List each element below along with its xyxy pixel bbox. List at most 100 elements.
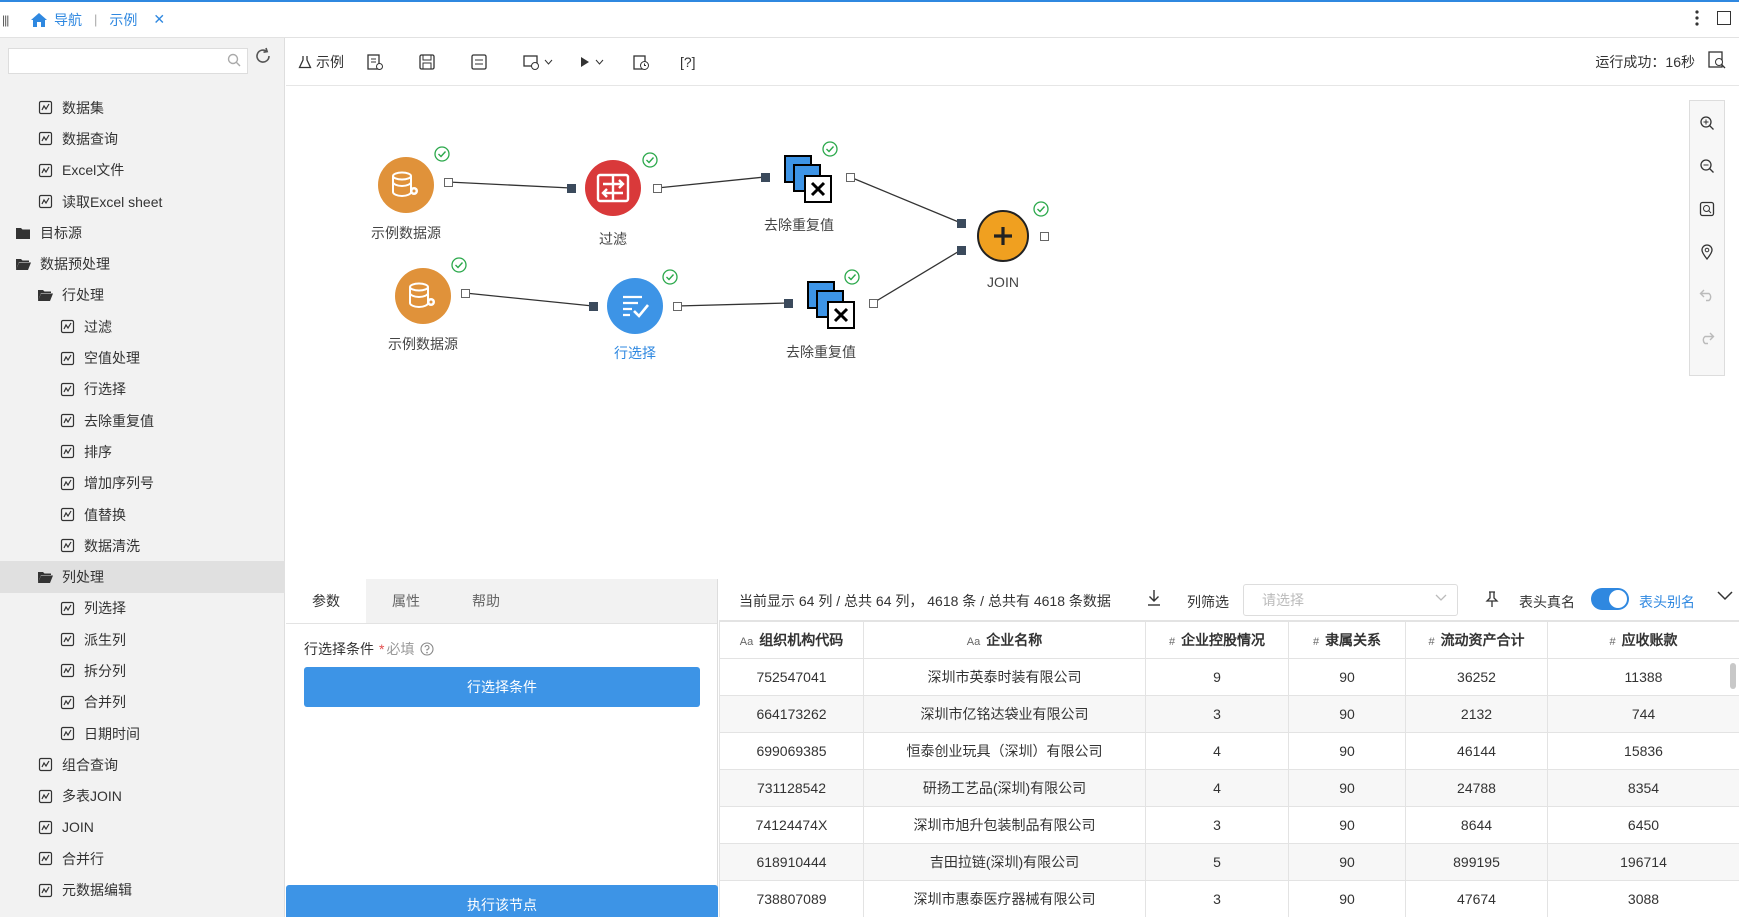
sidebar-item[interactable]: 数据集 xyxy=(0,92,285,123)
tab-params[interactable]: 参数 xyxy=(286,579,366,623)
sidebar-item[interactable]: 排序 xyxy=(0,436,285,467)
column-header[interactable]: #企业控股情况 xyxy=(1145,621,1289,659)
sidebar-item[interactable]: 空值处理 xyxy=(0,342,285,373)
sidebar-item[interactable]: 合并行 xyxy=(0,843,285,874)
menu-grip-icon[interactable]: ||| xyxy=(2,12,9,27)
download-icon[interactable] xyxy=(1146,589,1162,607)
help-button[interactable]: [?] xyxy=(680,53,696,70)
output-port[interactable] xyxy=(846,173,855,182)
sidebar-item[interactable]: 拆分列 xyxy=(0,655,285,686)
input-port[interactable] xyxy=(567,184,576,193)
sidebar-item[interactable]: 读取Excel sheet xyxy=(0,186,285,217)
input-port[interactable] xyxy=(957,246,966,255)
column-header[interactable]: #隶属关系 xyxy=(1288,621,1406,659)
tab-help[interactable]: 帮助 xyxy=(472,593,500,609)
sidebar-item[interactable]: 值替换 xyxy=(0,499,285,530)
node-datasource-1[interactable] xyxy=(378,157,434,213)
input-port[interactable] xyxy=(761,173,770,182)
header-name-toggle[interactable] xyxy=(1591,588,1629,610)
output-port[interactable] xyxy=(673,302,682,311)
sidebar-item[interactable]: 行选择 xyxy=(0,374,285,405)
node-join[interactable] xyxy=(977,210,1029,262)
redo-button[interactable] xyxy=(1689,316,1725,359)
more-vertical-icon[interactable] xyxy=(1695,10,1699,26)
sidebar-item[interactable]: 增加序列号 xyxy=(0,468,285,499)
sidebar-item[interactable]: 列选择 xyxy=(0,593,285,624)
sidebar-item[interactable]: 合并列 xyxy=(0,687,285,718)
example-button[interactable]: 示例 xyxy=(298,52,344,72)
preview-dropdown[interactable] xyxy=(522,53,553,71)
input-port[interactable] xyxy=(589,302,598,311)
nav-tab[interactable]: 导航 xyxy=(30,10,82,30)
sidebar-search[interactable] xyxy=(8,48,248,74)
output-port[interactable] xyxy=(1040,232,1049,241)
preview-icon xyxy=(523,54,539,70)
new-flow-icon[interactable] xyxy=(366,53,384,71)
zoom-in-icon xyxy=(1700,115,1714,130)
output-port[interactable] xyxy=(653,184,662,193)
column-filter-select[interactable]: 请选择 xyxy=(1243,584,1458,616)
sidebar-item[interactable]: Excel文件 xyxy=(0,155,285,186)
input-port[interactable] xyxy=(957,219,966,228)
help-circle-icon[interactable] xyxy=(420,642,435,656)
collapse-chevron-icon[interactable] xyxy=(1717,591,1733,601)
sidebar-item[interactable]: 数据清洗 xyxy=(0,530,285,561)
sidebar-item[interactable]: 过滤 xyxy=(0,311,285,342)
node-row-select[interactable] xyxy=(607,278,663,334)
sidebar-item[interactable]: JOIN xyxy=(0,812,285,843)
sidebar-item[interactable]: 多表JOIN xyxy=(0,781,285,812)
sidebar-item[interactable]: 目标源 xyxy=(0,217,285,248)
output-port[interactable] xyxy=(869,299,878,308)
node-datasource-2[interactable] xyxy=(395,268,451,324)
save-as-icon[interactable] xyxy=(470,53,488,71)
fit-view-button[interactable] xyxy=(1689,187,1725,230)
node-filter[interactable] xyxy=(585,160,641,216)
node-dedupe-1[interactable] xyxy=(783,154,837,207)
example-tab[interactable]: 示例 xyxy=(109,11,138,28)
column-header[interactable]: #应收账款 xyxy=(1547,621,1739,659)
data-preview-header: 当前显示 64 列 / 总共 64 列， 4618 条 / 总共有 4618 条… xyxy=(719,579,1739,621)
zoom-in-button[interactable] xyxy=(1689,101,1725,144)
undo-button[interactable] xyxy=(1689,273,1725,316)
row-condition-button[interactable]: 行选择条件 xyxy=(304,667,700,707)
log-search-icon[interactable] xyxy=(1707,50,1727,70)
vertical-scrollbar[interactable] xyxy=(1730,663,1736,689)
sidebar-item[interactable]: 派生列 xyxy=(0,624,285,655)
input-port[interactable] xyxy=(784,299,793,308)
run-dropdown[interactable] xyxy=(579,56,604,68)
tab-properties[interactable]: 属性 xyxy=(392,593,420,609)
locate-button[interactable] xyxy=(1689,230,1725,273)
zoom-out-button[interactable] xyxy=(1689,144,1725,187)
sidebar-item[interactable]: 列处理 xyxy=(0,561,285,593)
sidebar-item[interactable]: 日期时间 xyxy=(0,718,285,749)
flow-canvas[interactable]: 示例数据源 过滤 去除重复值 JOIN 示例数据源 行选择 去除重复值 xyxy=(286,86,1739,579)
close-tab-icon[interactable]: ✕ xyxy=(153,11,166,27)
node-dedupe-2[interactable] xyxy=(806,280,860,333)
pin-icon[interactable] xyxy=(1485,590,1499,608)
sidebar-item[interactable]: 数据预处理 xyxy=(0,248,285,279)
column-header[interactable]: #流动资产合计 xyxy=(1405,621,1548,659)
sidebar-item[interactable]: 元数据编辑 xyxy=(0,874,285,905)
schedule-icon[interactable] xyxy=(632,53,650,71)
save-icon[interactable] xyxy=(418,53,436,71)
execute-node-button[interactable]: 执行该节点 xyxy=(286,885,718,917)
sidebar-search-input[interactable] xyxy=(9,49,209,73)
maximize-icon[interactable] xyxy=(1717,11,1731,25)
sidebar-item[interactable]: 数据查询 xyxy=(0,123,285,154)
search-icon[interactable] xyxy=(227,53,241,67)
sidebar-item[interactable]: 行处理 xyxy=(0,280,285,311)
output-port[interactable] xyxy=(461,289,470,298)
sidebar-item[interactable]: 组合查询 xyxy=(0,749,285,780)
sidebar-item[interactable]: 去除重复值 xyxy=(0,405,285,436)
refresh-icon[interactable] xyxy=(254,47,272,65)
output-port[interactable] xyxy=(444,178,453,187)
